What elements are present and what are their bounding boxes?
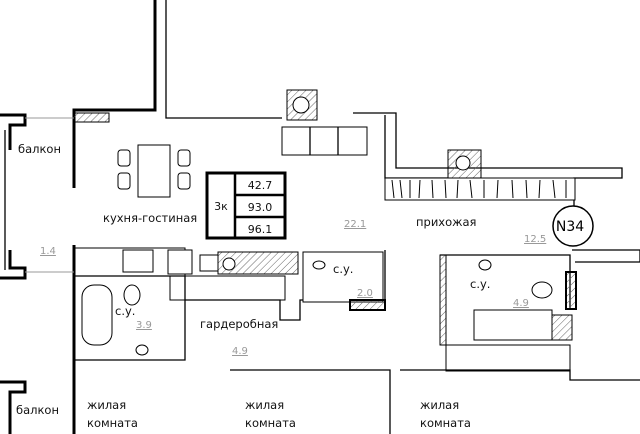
balcony-top-label: балкон [18, 142, 61, 156]
rooms-type: 3к [214, 200, 228, 213]
balcony-top-area: 1.4 [40, 246, 56, 257]
bedroom-3-label: жилая [420, 398, 459, 412]
apartment-number-badge: N34 [552, 205, 594, 247]
bedroom-2-label-2: комната [245, 416, 296, 430]
apartment-summary-box: 3к 42.7 93.0 96.1 [205, 171, 287, 240]
living-area: 42.7 [248, 179, 273, 192]
bedroom-3-label-2: комната [420, 416, 471, 430]
kitchen-living-area: 22.1 [344, 219, 366, 230]
bathroom-small-label: с.у. [333, 262, 353, 276]
bedroom-1-label-2: комната [87, 416, 138, 430]
total-area-with-balcony: 96.1 [248, 223, 273, 236]
wardrobe-label: гардеробная [200, 317, 278, 331]
bedroom-1-label: жилая [87, 398, 126, 412]
total-area: 93.0 [248, 201, 273, 214]
hallway-area: 12.5 [524, 234, 546, 245]
apartment-number: N34 [556, 219, 584, 235]
bathroom-small-area: 2.0 [357, 288, 373, 299]
kitchen-living-label: кухня-гостиная [103, 211, 197, 225]
bathroom-right-area: 4.9 [513, 298, 529, 309]
balcony-bottom-label: балкон [16, 403, 59, 417]
bathroom-left-area: 3.9 [136, 320, 152, 331]
bathroom-right-label: с.у. [470, 277, 490, 291]
hallway-label: прихожая [416, 215, 476, 229]
bathroom-left-label: с.у. [115, 304, 135, 318]
bedroom-2-label: жилая [245, 398, 284, 412]
wardrobe-area: 4.9 [232, 346, 248, 357]
